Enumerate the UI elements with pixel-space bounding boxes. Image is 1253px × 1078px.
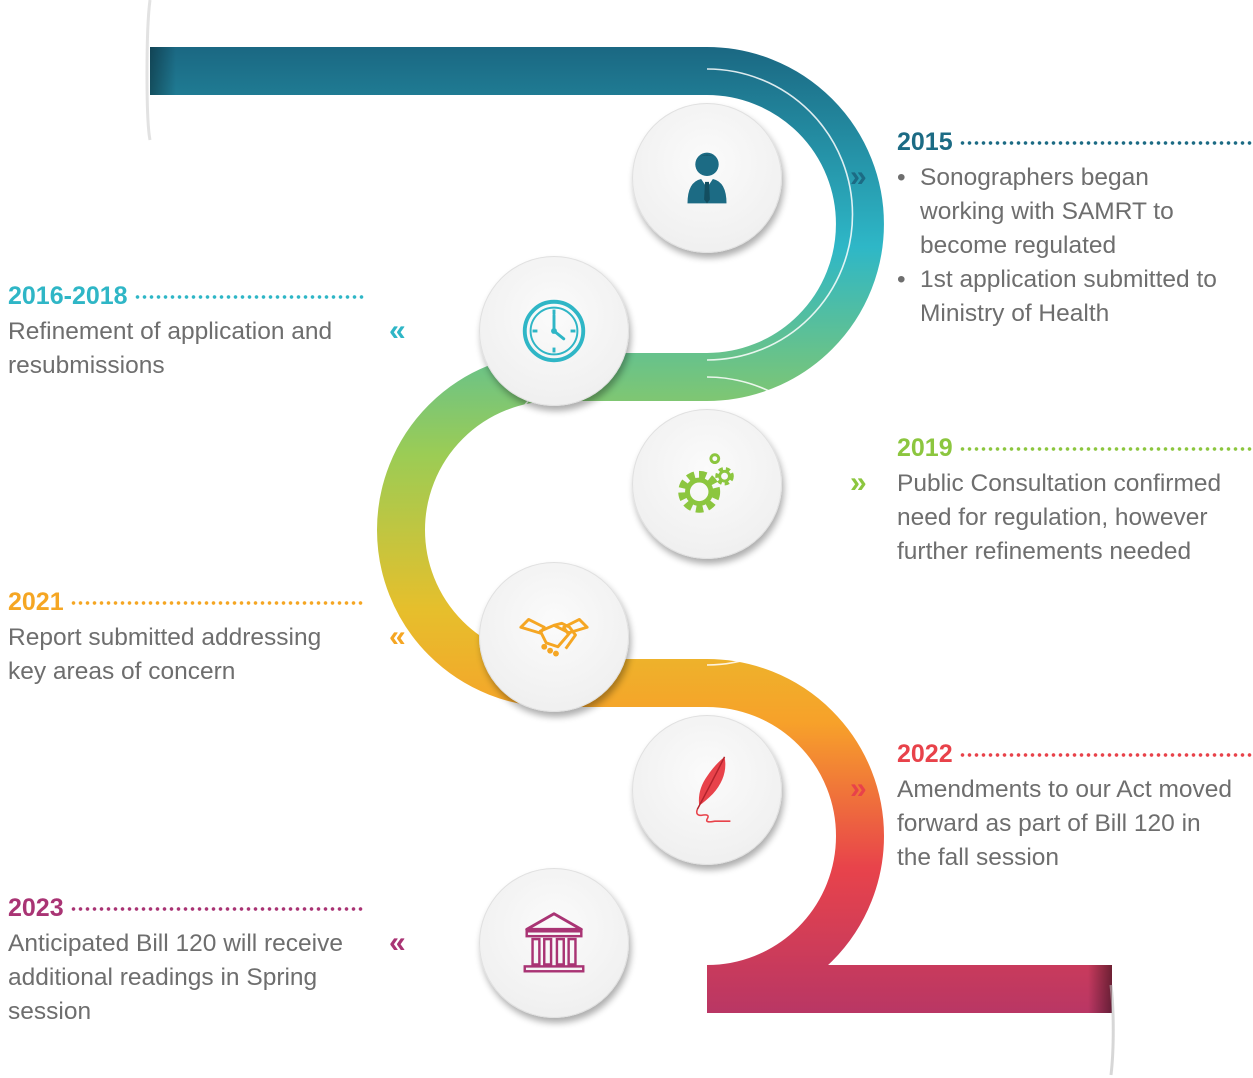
milestone-description: Refinement of application and resubmissi… bbox=[8, 318, 333, 379]
milestone-2023: 2023 Anticipated Bill 120 will receive a… bbox=[8, 893, 364, 1029]
milestone-2023-circle bbox=[479, 868, 629, 1018]
chevron-right-icon: » bbox=[850, 466, 867, 499]
person-icon bbox=[687, 152, 727, 204]
chevron-left-icon: « bbox=[389, 314, 406, 347]
milestone-2022-circle bbox=[632, 715, 782, 865]
milestone-2019-circle bbox=[632, 409, 782, 559]
handshake-icon bbox=[519, 617, 589, 657]
milestone-description: Report submitted addressing key areas of… bbox=[8, 624, 322, 685]
chevron-right-icon: » bbox=[850, 160, 867, 193]
milestone-2019: 2019 Public Consultation confirmed need … bbox=[897, 433, 1253, 569]
milestone-bullet: 1st application submitted to Ministry of… bbox=[897, 263, 1220, 331]
dotted-leader bbox=[69, 906, 364, 912]
clock-icon bbox=[522, 299, 586, 363]
milestone-year: 2015 bbox=[897, 128, 953, 156]
chevron-left-icon: « bbox=[389, 926, 406, 959]
milestone-description: Amendments to our Act moved forward as p… bbox=[897, 776, 1232, 871]
quill-icon bbox=[695, 756, 731, 823]
milestone-2021: 2021 Report submitted addressing key are… bbox=[8, 587, 364, 689]
milestone-bullets: Sonographers began working with SAMRT to… bbox=[897, 161, 1253, 331]
milestone-2016-2018-circle bbox=[479, 256, 629, 406]
chevron-left-icon: « bbox=[389, 620, 406, 653]
chevron-right-icon: » bbox=[850, 772, 867, 805]
milestone-year: 2023 bbox=[8, 894, 64, 922]
milestone-year: 2021 bbox=[8, 588, 64, 616]
milestone-description: Anticipated Bill 120 will receive additi… bbox=[8, 930, 343, 1025]
dotted-leader bbox=[133, 294, 364, 300]
milestone-year: 2016-2018 bbox=[8, 282, 128, 310]
gears-icon bbox=[678, 453, 734, 513]
dotted-leader bbox=[958, 140, 1253, 146]
dotted-leader bbox=[958, 752, 1253, 758]
milestone-2015-circle bbox=[632, 103, 782, 253]
milestone-description: Public Consultation confirmed need for r… bbox=[897, 470, 1222, 565]
dotted-leader bbox=[958, 446, 1253, 452]
milestone-year: 2019 bbox=[897, 434, 953, 462]
dotted-leader bbox=[69, 600, 364, 606]
milestone-2021-circle bbox=[479, 562, 629, 712]
milestone-2016-2018: 2016-2018 Refinement of application and … bbox=[8, 281, 364, 383]
milestone-bullet: Sonographers began working with SAMRT to… bbox=[897, 161, 1180, 263]
milestone-2022: 2022 Amendments to our Act moved forward… bbox=[897, 739, 1253, 875]
milestone-2015: 2015 Sonographers began working with SAM… bbox=[897, 127, 1253, 331]
milestone-year: 2022 bbox=[897, 740, 953, 768]
courthouse-icon bbox=[523, 912, 585, 973]
